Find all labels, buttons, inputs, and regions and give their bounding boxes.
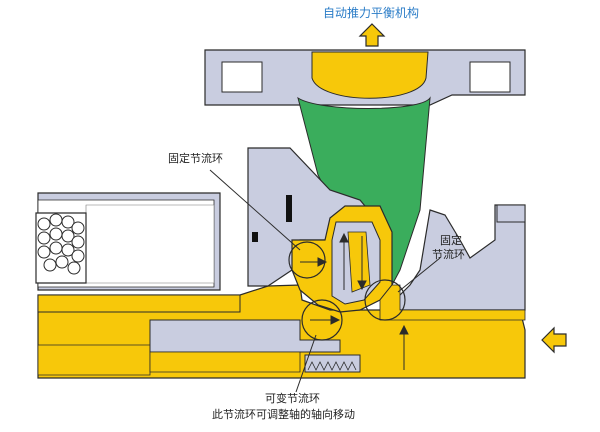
right-passage-yellow bbox=[379, 284, 526, 321]
coil-wire bbox=[37, 217, 51, 231]
top-flange bbox=[204, 49, 526, 106]
leader-variable bbox=[295, 334, 317, 393]
flow-arrowhead bbox=[330, 315, 341, 325]
lower-seal-block bbox=[149, 351, 301, 373]
label-variable-ring: 可变节流环 bbox=[265, 392, 320, 405]
label-auto-balance: 自动推力平衡机构 bbox=[323, 6, 420, 20]
fixed-ring-right-circle bbox=[364, 279, 406, 321]
label-fixed-ring-right-2: 节流环 bbox=[432, 248, 465, 261]
coil-wire bbox=[37, 245, 51, 259]
coil-wire bbox=[71, 249, 85, 263]
flow-arrowhead bbox=[399, 324, 409, 335]
flow-arrowhead bbox=[317, 257, 328, 267]
leader-fixed-left bbox=[209, 169, 301, 251]
leader-lines bbox=[209, 169, 441, 393]
shaft-yellow-left bbox=[37, 294, 241, 313]
top-outlet-arrow bbox=[358, 23, 386, 47]
coil-wire bbox=[71, 221, 85, 235]
coil-wire bbox=[61, 215, 75, 229]
coil-wire bbox=[71, 235, 85, 249]
flange-bolt-slot-left bbox=[221, 61, 263, 93]
variable-ring-circle bbox=[301, 299, 343, 341]
coil-wire bbox=[55, 255, 69, 269]
flow-arrowhead bbox=[357, 280, 367, 291]
coil-wire bbox=[61, 243, 75, 257]
seal-black-bar bbox=[286, 195, 292, 222]
collar-threads bbox=[307, 361, 357, 371]
coil-wire bbox=[37, 231, 51, 245]
fixed-ring-left-circle bbox=[288, 241, 326, 279]
label-fixed-ring-left: 固定节流环 bbox=[168, 152, 223, 165]
coil-wire bbox=[67, 261, 81, 275]
coil-wire bbox=[43, 258, 57, 272]
flow-arrows bbox=[300, 232, 409, 370]
shaft-lower-band bbox=[37, 344, 151, 376]
coil-bundle bbox=[35, 212, 87, 284]
housing-right-lip bbox=[496, 204, 526, 223]
label-fixed-ring-right-1: 固定 bbox=[440, 234, 462, 247]
coil-wire bbox=[49, 213, 63, 227]
flow-arrowhead bbox=[339, 232, 349, 243]
coil-wire bbox=[49, 227, 63, 241]
flange-inner-yellow bbox=[311, 51, 429, 99]
label-variable-ring-note: 此节流环可调整轴的轴向移动 bbox=[212, 408, 355, 421]
left-shell-inner bbox=[85, 204, 215, 284]
coil-wire bbox=[49, 241, 63, 255]
coil-wire bbox=[61, 229, 75, 243]
right-inlet-arrow bbox=[541, 326, 567, 354]
impeller-vane bbox=[347, 231, 371, 293]
flange-bolt-slot-right bbox=[469, 61, 511, 93]
throttle-ring-markers bbox=[288, 241, 406, 341]
leader-fixed-right bbox=[397, 257, 441, 293]
seal-black-bar bbox=[252, 232, 258, 242]
